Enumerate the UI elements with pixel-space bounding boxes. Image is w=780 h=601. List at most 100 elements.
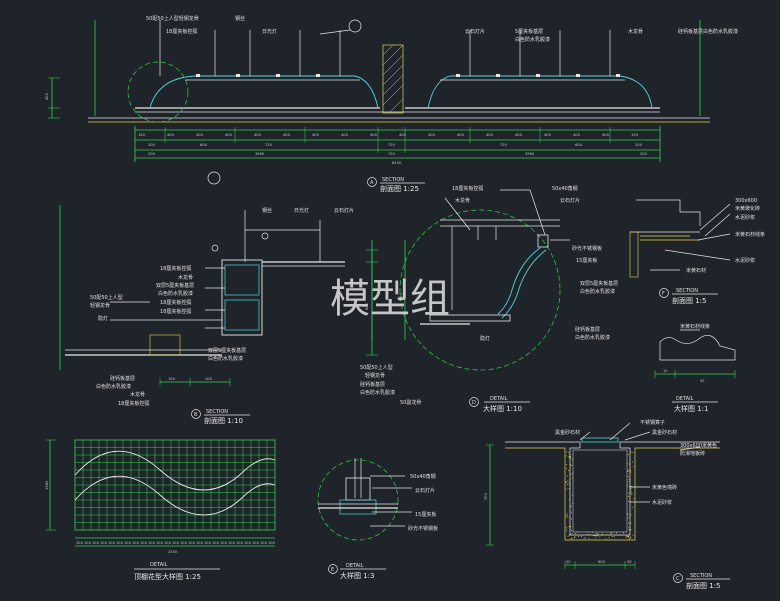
label-b-double-ply2: 双层5厘夹板基层 [208, 347, 246, 354]
label-d-stainless: 砂光不锈钢板 [572, 245, 602, 252]
fixture-marks [196, 74, 620, 77]
label-c-anti-slip: 防滑地板砖 [680, 450, 705, 457]
label-f-cement-2: 水泥砂浆 [735, 257, 755, 264]
section-b-tag: B [194, 412, 198, 418]
detail-e-tag: E [331, 567, 334, 573]
dim-a-mid-5: 600 [575, 143, 583, 147]
label-d-white-latex2: 白色防水乳胶漆 [575, 334, 610, 341]
dim-grid-bottom: 100 [180, 541, 188, 545]
label-c-marble-tile: 米黄色墙砖 [652, 484, 677, 491]
dim-1-0: 15 [663, 369, 668, 373]
label-d-keel-50b: 50副龙骨 [400, 399, 421, 406]
dim-a-mid-2: 720 [265, 143, 273, 147]
detail-d-tag: D [472, 400, 476, 406]
dim-a-bot-4: 200 [640, 152, 648, 156]
label-b-ply18-arc: 18厘夹板控弧 [160, 265, 191, 272]
dim-b-0: 150 [168, 377, 176, 381]
dim-a-top: 400 [283, 133, 291, 137]
dim-a-mid-3: 720 [388, 143, 396, 147]
dim-a-mid-0: 200 [148, 143, 156, 147]
dim-a-top: 400 [544, 133, 552, 137]
dim-grid-bottom: 100 [92, 541, 100, 545]
dim-a-top: 400 [225, 133, 233, 137]
dim-a-mid-1: 600 [200, 143, 208, 147]
dim-b-1: 100 [205, 377, 213, 381]
label-b-wood-keel2: 木龙骨 [130, 391, 145, 398]
dim-grid-bottom: 100 [212, 541, 220, 545]
dim-a-total: 8430 [392, 161, 402, 165]
dim-a-mid-6: 200 [635, 143, 643, 147]
label-b-fluorescent: 日光灯 [294, 207, 309, 214]
label-b-wood-keel: 木龙骨 [178, 274, 193, 281]
label-b-white-latex2: 白色防水乳胶漆 [208, 355, 243, 362]
section-a-tag: A [370, 180, 374, 186]
dim-grid-bottom: 100 [156, 541, 164, 545]
dim-c-0: 50 [566, 560, 571, 564]
detail-grid-title: 顶棚花型大样图 1:25 [134, 572, 201, 581]
label-ply5: 5厘夹板基层 [515, 28, 543, 35]
dim-d-side-1: 400 [399, 292, 403, 300]
dim-a-bot-1: 3960 [255, 152, 265, 156]
dim-grid-bottom: 100 [132, 541, 140, 545]
dim-a-top: 400 [167, 133, 175, 137]
label-b-ply18-arc4: 18厘夹板控弧 [118, 400, 149, 407]
label-b-ply18-arc2: 18厘夹板控弧 [160, 299, 191, 306]
concrete-speckle [565, 451, 635, 540]
dim-grid-bottom: 100 [124, 541, 132, 545]
dim-grid-bottom: 100 [84, 541, 92, 545]
dim-a-top: 400 [573, 133, 581, 137]
dim-grid-bottom: 100 [100, 541, 108, 545]
dim-grid-bottom: 100 [236, 541, 244, 545]
dim-grid-bottom: 100 [140, 541, 148, 545]
detail-e-tag-circle [328, 564, 338, 574]
label-d-white-latex: 白色防水乳胶漆 [580, 288, 615, 295]
dim-a-top: 400 [515, 133, 523, 137]
label-c-stainless-grate: 不锈钢算子 [640, 419, 665, 426]
label-d-hidden-light: 隐灯 [480, 335, 490, 342]
label-e-ply15: 15厘夹板 [415, 511, 436, 518]
dim-grid-bottom: 100 [220, 541, 228, 545]
label-b-double-ply: 双层5厘夹板基层 [156, 282, 194, 289]
label-d-wood-keel: 木龙骨 [455, 197, 470, 204]
section-f-title: 剖面图 1:5 [672, 296, 707, 305]
dim-a-mid-4: 720 [500, 143, 508, 147]
label-e-angle-steel: 50x40角钢 [410, 473, 436, 480]
dim-grid-bottom: 100 [228, 541, 236, 545]
detail-d-tag-circle [469, 397, 479, 407]
label-d-ply18: 18厘夹板控弧 [452, 185, 483, 192]
dim-a-top: 150 [138, 133, 146, 137]
label-f-cement: 水泥砂浆 [735, 214, 755, 221]
dim-a-top: 400 [312, 133, 320, 137]
label-ply18: 18厘夹板控弧 [166, 28, 197, 35]
label-d-calcium2: 硅钙板基层 [360, 381, 385, 388]
dim-a-side-0: 400 [45, 92, 49, 100]
dim-grid-bottom: 100 [244, 541, 252, 545]
section-c-kind: SECTION [690, 573, 712, 579]
dim-a-top: 400 [399, 133, 407, 137]
dim-grid-bottom: 100 [196, 541, 204, 545]
label-b-white-latex3: 白色防水乳胶漆 [96, 383, 131, 390]
detail-e-drawing [317, 458, 412, 541]
dim-c-2: 50 [627, 560, 632, 564]
dim-a-top: 400 [602, 133, 610, 137]
dim-grid-bottom: 100 [148, 541, 156, 545]
dim-a-top: 400 [486, 133, 494, 137]
dim-grid-bottom: 100 [188, 541, 196, 545]
dim-grid-bottom: 100 [252, 541, 260, 545]
label-c-black-stone1: 黑金砂石材 [555, 429, 580, 436]
label-c-tile: 300x600米黄色 [680, 442, 717, 449]
detail-grid-kind: DETAIL [150, 562, 168, 568]
dim-a-bot-2: 720 [388, 152, 396, 156]
label-d-calcium: 硅钙板基层 [575, 326, 600, 333]
section-f-tag: F [662, 291, 665, 297]
label-b-ply18-arc3: 18厘夹板控弧 [160, 308, 191, 315]
dim-a-top: 400 [457, 133, 465, 137]
label-1-marble-strip: 米黄石材线条 [680, 323, 710, 330]
label-f-marble: 米黄石材 [686, 267, 706, 274]
dim-a-bot-0: 200 [148, 152, 156, 156]
label-b-calcium: 硅钙板基层 [110, 375, 135, 382]
dim-grid-total: 2550 [168, 550, 178, 554]
dim-grid-side: 1980 [45, 480, 49, 490]
